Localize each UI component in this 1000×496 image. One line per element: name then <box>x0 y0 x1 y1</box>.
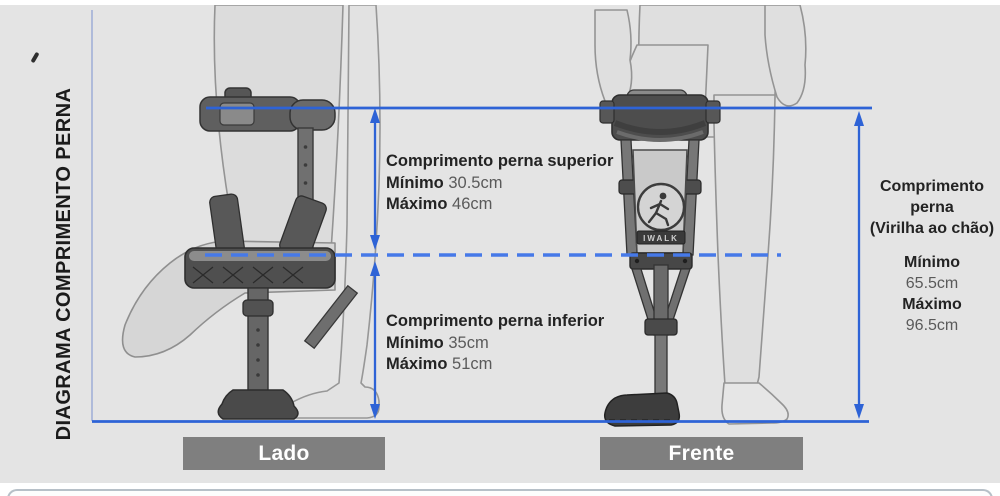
side-view-label: Lado <box>183 437 385 470</box>
upper-segment-title: Comprimento perna superior <box>386 152 614 170</box>
upper-segment-max: Máximo 46cm <box>386 195 493 213</box>
total-length-annotation: Comprimento perna (Virilha ao chão) Míni… <box>866 176 998 336</box>
total-min-value: 65.5cm <box>905 275 959 292</box>
upper-segment-annotation: Comprimento perna superior Mínimo 30.5cm… <box>386 151 613 216</box>
lower-segment-min: Mínimo 35cm <box>386 333 489 352</box>
lower-segment-annotation: Comprimento perna inferior Mínimo 35cm M… <box>386 311 604 376</box>
total-title-line2: perna <box>910 199 954 216</box>
front-view-label: Frente <box>600 437 803 470</box>
total-title-line1: Comprimento <box>880 178 984 195</box>
total-min-label: Mínimo <box>904 254 960 271</box>
lower-segment-max: Máximo 51cm <box>386 355 493 373</box>
total-max-label: Máximo <box>902 296 962 313</box>
total-title-line3: (Virilha ao chão) <box>869 220 995 237</box>
page-title: DIAGRAMA COMPRIMENTO PERNA <box>52 87 75 441</box>
lower-segment-title: Comprimento perna inferior <box>386 312 605 330</box>
upper-segment-min: Mínimo 30.5cm <box>386 173 503 192</box>
diagram-background <box>0 5 1000 483</box>
total-max-value: 96.5cm <box>905 317 959 334</box>
next-section-border <box>7 489 993 496</box>
